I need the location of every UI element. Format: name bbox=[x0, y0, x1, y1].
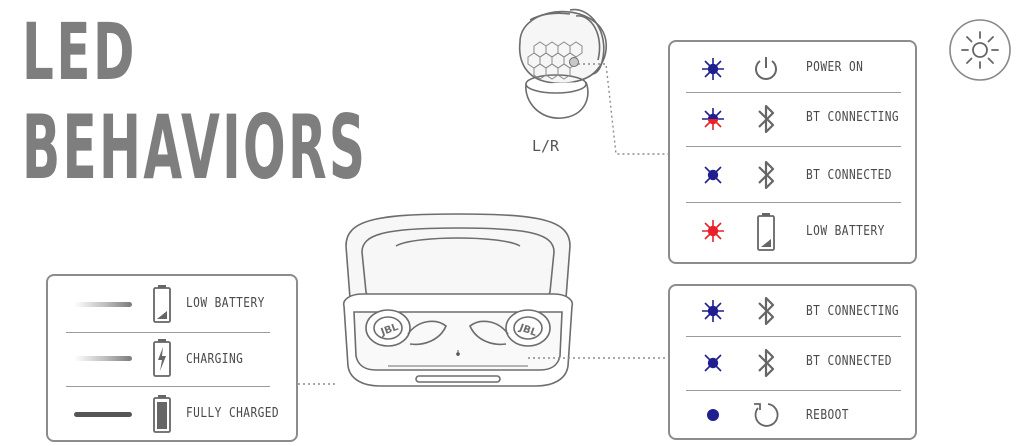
charging-case-illustration: JBL JBL bbox=[342, 213, 574, 387]
charging-battery-icon bbox=[153, 339, 171, 377]
case-row-label-charging: CHARGING bbox=[186, 352, 244, 367]
reboot-icon bbox=[754, 403, 779, 427]
bluetooth-icon bbox=[758, 348, 775, 378]
case-earbud-row-label-bt-connected: BT CONNECTED bbox=[806, 354, 892, 369]
case-battery-panel: LOW BATTERY CHARGING FULLY CHARGED bbox=[46, 274, 298, 442]
page-title-line-1: LED bbox=[22, 8, 138, 98]
led-blue-red-flash-icon bbox=[702, 108, 724, 130]
page-title-line-2: BEHAVIORS bbox=[22, 96, 368, 199]
low-battery-icon bbox=[757, 213, 775, 251]
earbud-row-label-power-on: POWER ON bbox=[806, 60, 864, 75]
bluetooth-icon bbox=[758, 296, 775, 326]
full-battery-icon bbox=[153, 395, 171, 433]
case-earbud-row-label-bt-connecting: BT CONNECTING bbox=[806, 304, 900, 319]
earbud-row-label-bt-connected: BT CONNECTED bbox=[806, 168, 892, 183]
led-red-flash-icon bbox=[702, 220, 724, 242]
led-blue-flash-icon bbox=[702, 58, 724, 80]
divider bbox=[686, 390, 901, 391]
case-row-label-low-battery: LOW BATTERY bbox=[186, 296, 265, 311]
led-blue-solid-icon bbox=[707, 409, 719, 421]
fading-bar-icon bbox=[74, 302, 132, 307]
solid-bar-icon bbox=[74, 412, 132, 417]
case-earbud-row-label-reboot: REBOOT bbox=[806, 408, 849, 423]
led-blue-slow-icon bbox=[704, 354, 722, 372]
sun-icon bbox=[949, 19, 1011, 81]
bluetooth-icon bbox=[758, 104, 775, 134]
divider bbox=[686, 336, 901, 337]
fading-bar-icon bbox=[74, 356, 132, 361]
led-blue-slow-icon bbox=[704, 166, 722, 184]
divider bbox=[66, 386, 270, 387]
divider bbox=[686, 92, 901, 93]
power-icon bbox=[755, 57, 777, 80]
bluetooth-icon bbox=[758, 160, 775, 190]
earbud-illustration bbox=[518, 8, 608, 119]
led-blue-flash-icon bbox=[702, 300, 724, 322]
earbud-row-label-low-battery: LOW BATTERY bbox=[806, 224, 885, 239]
earbud-row-label-bt-connecting: BT CONNECTING bbox=[806, 110, 900, 125]
divider bbox=[686, 202, 901, 203]
earbud-led-panel: POWER ON BT CONNECTING BT CONNECTED LOW … bbox=[668, 40, 917, 264]
divider bbox=[686, 146, 901, 147]
case-earbud-led-panel: BT CONNECTING BT CONNECTED REBOOT bbox=[668, 284, 917, 440]
case-row-label-fully-charged: FULLY CHARGED bbox=[186, 406, 280, 421]
low-battery-icon bbox=[153, 285, 171, 323]
divider bbox=[66, 332, 270, 333]
earbud-caption: L/R bbox=[532, 137, 560, 155]
